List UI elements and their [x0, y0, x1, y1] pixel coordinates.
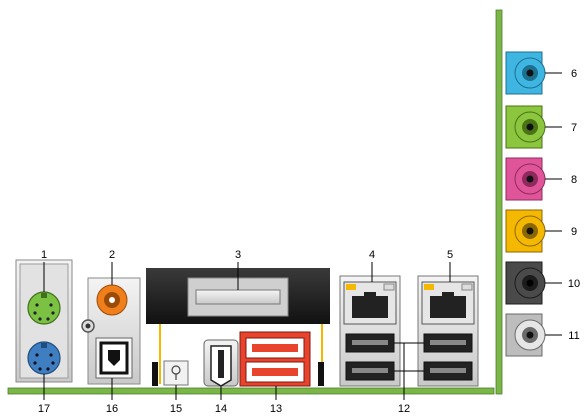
- optical-spdif-port: [95, 337, 133, 379]
- audio-jack-stack: [505, 51, 546, 357]
- clear-cmos-button: [163, 360, 189, 386]
- callout-8: 8: [571, 174, 577, 186]
- callout-17: 17: [38, 403, 50, 415]
- callout-15: 15: [170, 403, 182, 415]
- lan-usb-stack-1: [339, 275, 401, 387]
- callout-11: 11: [568, 330, 579, 342]
- callout-16: 16: [106, 403, 118, 415]
- callout-3: 3: [235, 249, 241, 261]
- audio-jack-green: [505, 105, 546, 149]
- callout-6: 6: [571, 68, 577, 80]
- ps2-mouse-port: [27, 291, 61, 325]
- callout-7: 7: [571, 122, 577, 134]
- audio-jack-pink: [505, 157, 546, 201]
- callout-1: 1: [41, 249, 47, 261]
- audio-jack-gray: [505, 313, 546, 357]
- lan-usb-stack-2: [417, 275, 479, 387]
- leader-lines: [43, 72, 562, 400]
- audio-jack-blue: [505, 51, 546, 95]
- spdif-port-group: [81, 277, 141, 385]
- callout-9: 9: [571, 226, 577, 238]
- ps2-keyboard-port: [27, 341, 61, 375]
- ieee1394-port: [203, 339, 239, 387]
- audio-jack-orange: [505, 209, 546, 253]
- board-side-strip: [495, 9, 503, 395]
- audio-jack-black: [505, 261, 546, 305]
- callout-12: 12: [398, 403, 410, 415]
- callout-2: 2: [109, 249, 115, 261]
- esata-port-group: [239, 331, 311, 387]
- coaxial-spdif-port: [96, 284, 128, 316]
- callout-4: 4: [369, 249, 375, 261]
- callout-5: 5: [447, 249, 453, 261]
- callout-14: 14: [215, 403, 227, 415]
- callout-10: 10: [568, 278, 580, 290]
- callout-13: 13: [270, 403, 282, 415]
- board-bottom-strip: [7, 387, 495, 395]
